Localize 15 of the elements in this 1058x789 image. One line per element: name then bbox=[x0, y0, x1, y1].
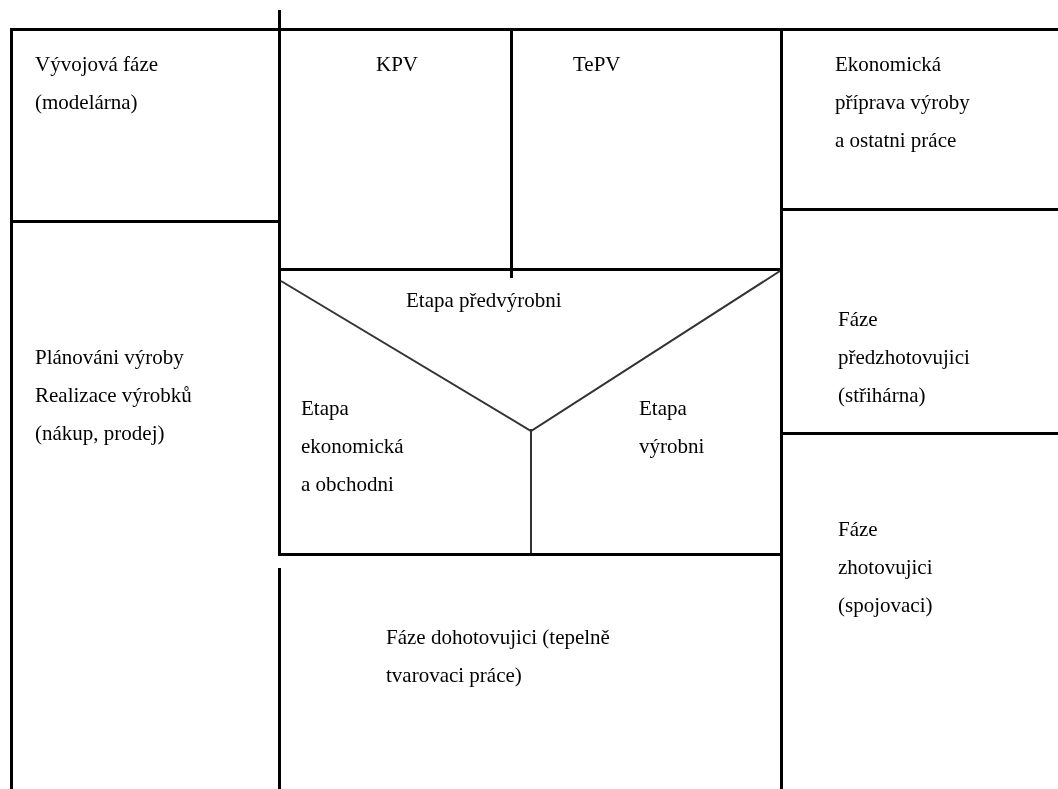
cell-text: Ekonomická příprava výroby a ostatni práce bbox=[835, 51, 970, 154]
table-cell bbox=[510, 28, 783, 271]
cell-text: Etapa předvýrobni bbox=[406, 287, 563, 314]
table-cell bbox=[780, 28, 1058, 211]
table-cell bbox=[278, 28, 513, 271]
table-cell bbox=[10, 28, 281, 223]
cell-text: Fáze dohotovujici (tepelně tvarovaci práce) bbox=[386, 624, 611, 689]
cell-text: Fáze zhotovujici (spojovaci) bbox=[838, 516, 934, 619]
cell-text: Plánováni výroby Realizace výrobků (nákup, prodej) bbox=[35, 344, 193, 447]
cell-text: Vývojová fáze (modelárna) bbox=[35, 51, 160, 116]
cell-text: Etapa ekonomická a obchodni bbox=[301, 395, 405, 498]
cell-text: Fáze předzhotovujici (střihárna) bbox=[838, 306, 971, 409]
cell-text: TePV bbox=[573, 51, 622, 78]
cell-text: Etapa výrobni bbox=[639, 395, 706, 460]
cell-text: KPV bbox=[375, 51, 419, 78]
